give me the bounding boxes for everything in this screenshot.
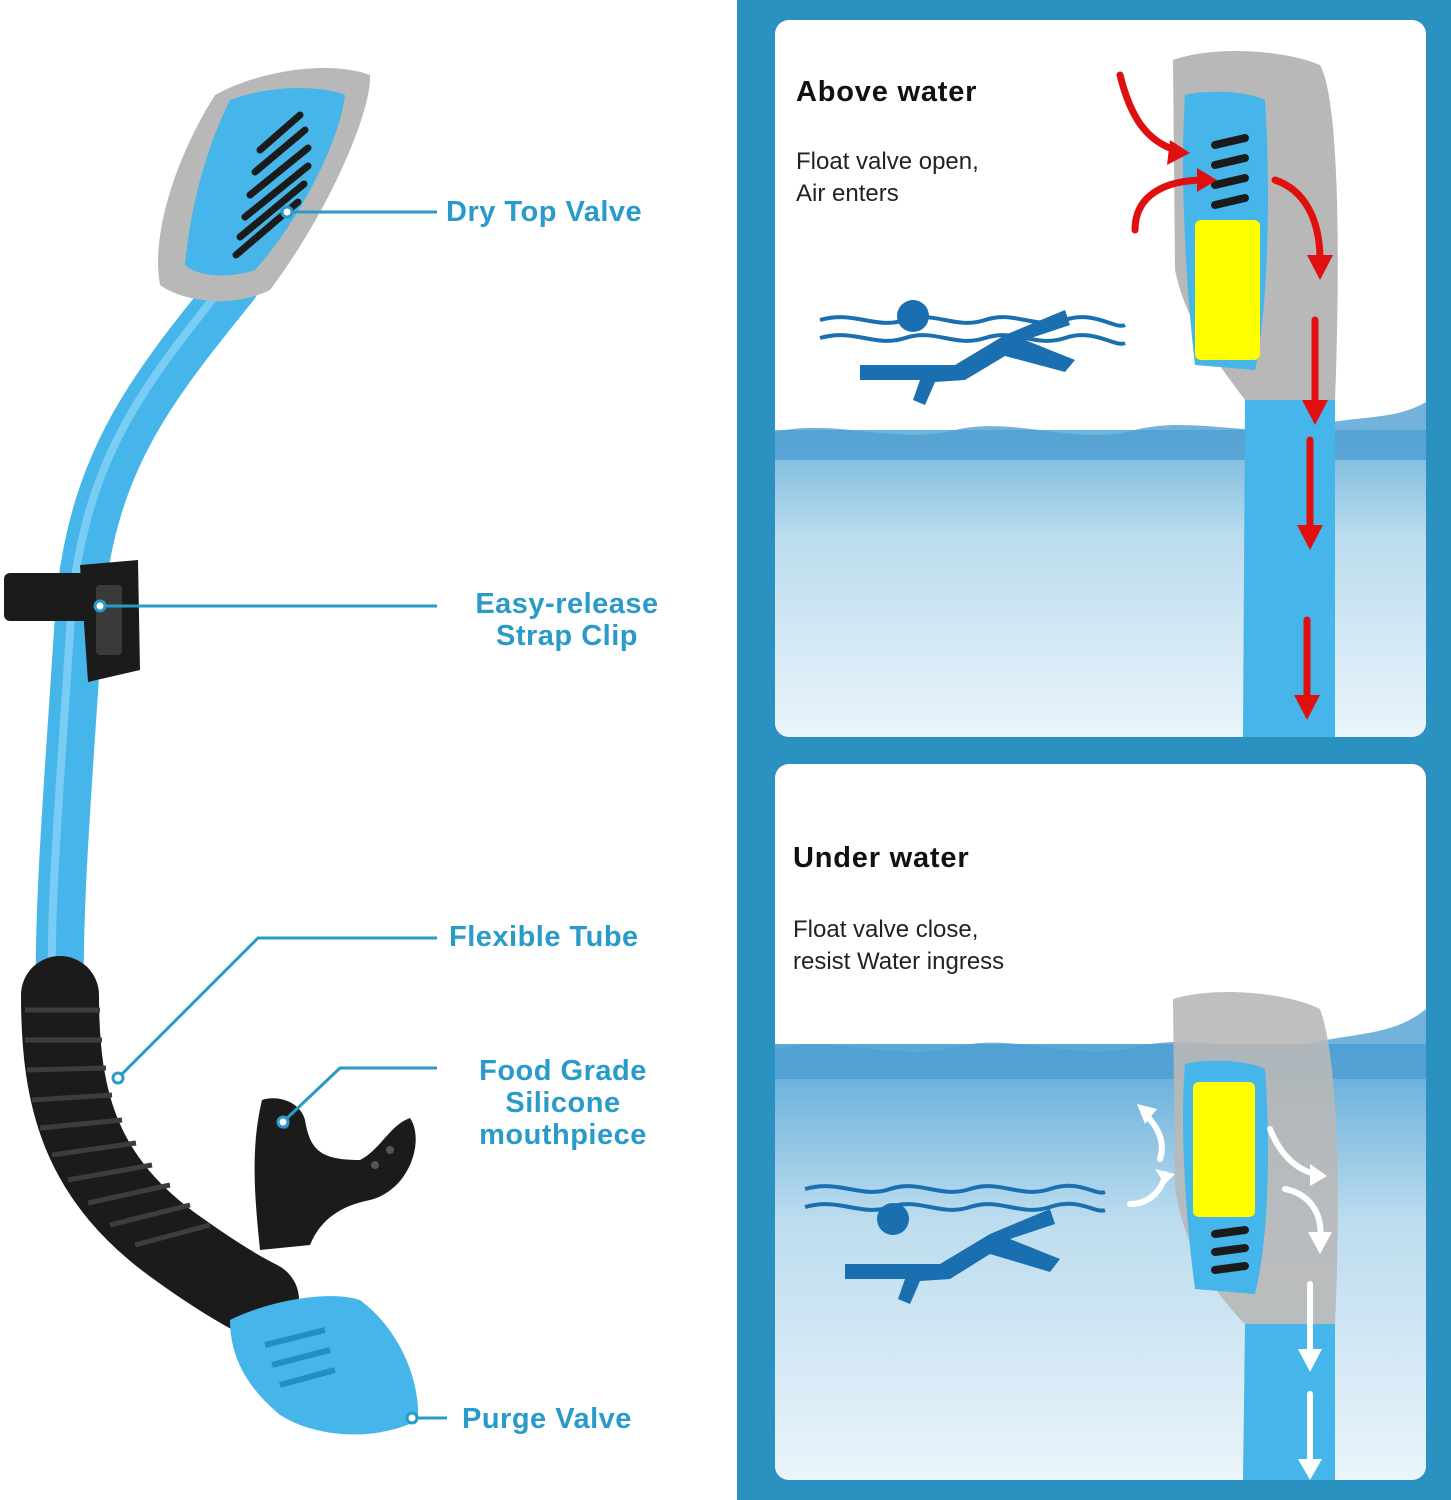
purge-valve: [230, 1296, 419, 1435]
callout-lines: [100, 210, 447, 1420]
callout-purge-valve-label: Purge Valve: [462, 1403, 632, 1435]
red-arrowheads: [1167, 140, 1333, 720]
above-water-description: Float valve open, Air enters: [796, 146, 979, 210]
swimmer-icon: [819, 300, 1126, 405]
snorkel-product-area: Dry Top Valve Easy-release Strap Clip Fl…: [4, 67, 678, 1435]
above-water-panel: Above water Float valve open, Air enters: [775, 20, 1426, 737]
panel-snorkel-tube: [1243, 400, 1335, 737]
callout-mouthpiece-line1: Food Grade: [479, 1055, 647, 1087]
above-water-desc-line2: Air enters: [796, 180, 899, 207]
callout-flexible-tube-label: Flexible Tube: [449, 921, 639, 953]
callout-mouthpiece: Food Grade Silicone mouthpiece: [458, 1055, 668, 1151]
panel-snorkel-tube: [1243, 1324, 1335, 1480]
under-water-scene: [775, 991, 1426, 1480]
under-water-desc-line1: Float valve close,: [793, 916, 979, 943]
above-water-scene: [775, 50, 1426, 737]
panel-vents: [1211, 134, 1249, 209]
above-water-desc-line1: Float valve open,: [796, 148, 979, 175]
callout-dry-top-valve-label: Dry Top Valve: [446, 196, 643, 228]
above-water-title: Above water: [796, 76, 978, 108]
snorkel-illustration: [4, 67, 447, 1435]
tube-ribs: [25, 1007, 211, 1248]
swimmer-icon: [804, 1183, 1106, 1304]
under-water-desc-line2: resist Water ingress: [793, 948, 1005, 975]
callout-purge-valve: Purge Valve: [462, 1403, 632, 1435]
callout-mouthpiece-line3: mouthpiece: [479, 1119, 647, 1151]
dry-top-valve: [158, 67, 371, 302]
float-valve: [1195, 220, 1260, 360]
panel-vents: [1211, 1226, 1249, 1274]
callout-flexible-tube: Flexible Tube: [449, 921, 639, 953]
white-arrowheads: [1137, 1104, 1332, 1480]
float-valve: [1193, 1082, 1255, 1217]
callout-strap-clip-line2: Strap Clip: [496, 620, 638, 652]
strap-clip: [4, 560, 140, 682]
under-water-panel: Under water Float valve close, resist Wa…: [775, 764, 1426, 1480]
callout-dry-top-valve: Dry Top Valve: [446, 196, 642, 228]
callout-mouthpiece-line2: Silicone: [505, 1087, 621, 1119]
callout-strap-clip: Easy-release Strap Clip: [456, 588, 678, 652]
under-water-description: Float valve close, resist Water ingress: [793, 914, 1004, 978]
callout-dots: [93, 205, 419, 1425]
callout-strap-clip-line1: Easy-release: [475, 588, 659, 620]
under-water-title: Under water: [793, 842, 970, 874]
